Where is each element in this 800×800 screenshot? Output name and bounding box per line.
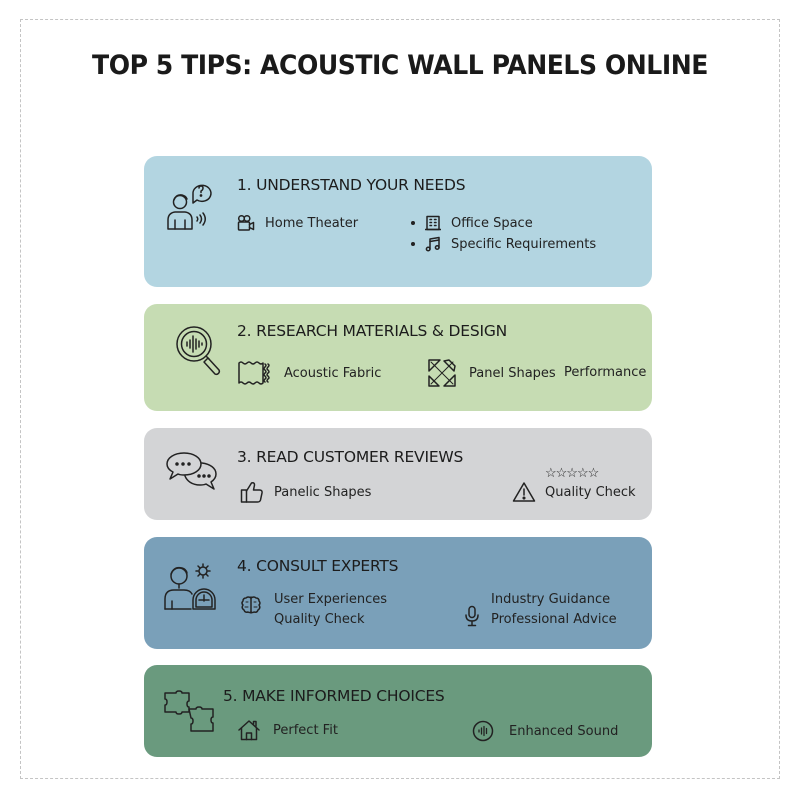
puzzle-pieces-icon xyxy=(164,690,214,732)
tip-heading-3: 3. READ CUSTOMER REVIEWS xyxy=(237,448,464,466)
house-icon xyxy=(238,720,260,741)
tip1-item-home-theater: Home Theater xyxy=(237,214,358,232)
tip4-item-industry-guidance: Industry Guidance xyxy=(491,592,611,607)
tip-card-2: 2. RESEARCH MATERIALS & DESIGN Acoustic … xyxy=(144,304,652,411)
sound-circle-icon xyxy=(472,720,494,742)
tip-card-5: 5. MAKE INFORMED CHOICES Perfect Fit Enh… xyxy=(144,665,652,757)
person-question-sound-icon xyxy=(167,184,212,230)
tip3-item-panelic-shapes: Panelic Shapes xyxy=(240,480,371,504)
music-note-icon xyxy=(425,236,440,252)
tip-card-4: 4. CONSULT EXPERTS User Experiences Qual… xyxy=(144,537,652,649)
tip-card-1: 1. UNDERSTAND YOUR NEEDS Home Theater Of… xyxy=(144,156,652,287)
tip2-item-performance: Performance xyxy=(564,365,647,380)
tip4-item-professional-advice: Professional Advice xyxy=(491,612,617,627)
bullet xyxy=(411,221,415,225)
tip4-right-items: Industry Guidance Professional Advice xyxy=(491,590,617,630)
tip-heading-4: 4. CONSULT EXPERTS xyxy=(237,557,399,575)
tip1-item-office-space: Office Space xyxy=(411,215,533,231)
tip5-item-perfect-fit: Perfect Fit xyxy=(237,719,338,741)
tip-heading-1: 1. UNDERSTAND YOUR NEEDS xyxy=(237,176,466,194)
tip5-item-enhanced-sound: Enhanced Sound xyxy=(472,720,618,742)
tip-card-3: 3. READ CUSTOMER REVIEWS Panelic Shapes … xyxy=(144,428,652,520)
thumbs-up-icon xyxy=(240,482,263,503)
tip3-item-quality-check: Quality Check xyxy=(512,481,636,503)
tip2-item-acoustic-fabric: Acoustic Fabric xyxy=(237,360,381,386)
tip4-item-quality-check: Quality Check xyxy=(274,612,365,627)
tip-heading-5: 5. MAKE INFORMED CHOICES xyxy=(223,687,445,705)
brain-icon xyxy=(241,596,261,614)
tip4-left-items: User Experiences Quality Check xyxy=(274,590,387,630)
expert-gear-gauge-icon xyxy=(164,563,216,610)
office-building-icon xyxy=(425,215,441,231)
microphone-icon xyxy=(465,605,479,627)
tip4-item-user-experiences: User Experiences xyxy=(274,592,388,607)
chat-bubbles-icon xyxy=(166,452,217,490)
warning-triangle-icon xyxy=(512,482,536,502)
tip2-item-panel-shapes: Panel Shapes xyxy=(427,358,556,388)
tip-heading-2: 2. RESEARCH MATERIALS & DESIGN xyxy=(237,322,508,340)
magnifier-soundwave-icon xyxy=(176,326,221,376)
bullet xyxy=(411,242,415,246)
star-rating: ☆☆☆☆☆ xyxy=(545,465,599,480)
fabric-swatch-icon xyxy=(238,361,270,385)
film-camera-icon xyxy=(237,214,255,231)
tip1-item-specific-requirements: Specific Requirements xyxy=(411,236,596,252)
page-title: TOP 5 TIPS: ACOUSTIC WALL PANELS ONLINE xyxy=(92,50,708,81)
dashed-frame xyxy=(20,19,780,779)
panel-shapes-icon xyxy=(428,359,456,387)
